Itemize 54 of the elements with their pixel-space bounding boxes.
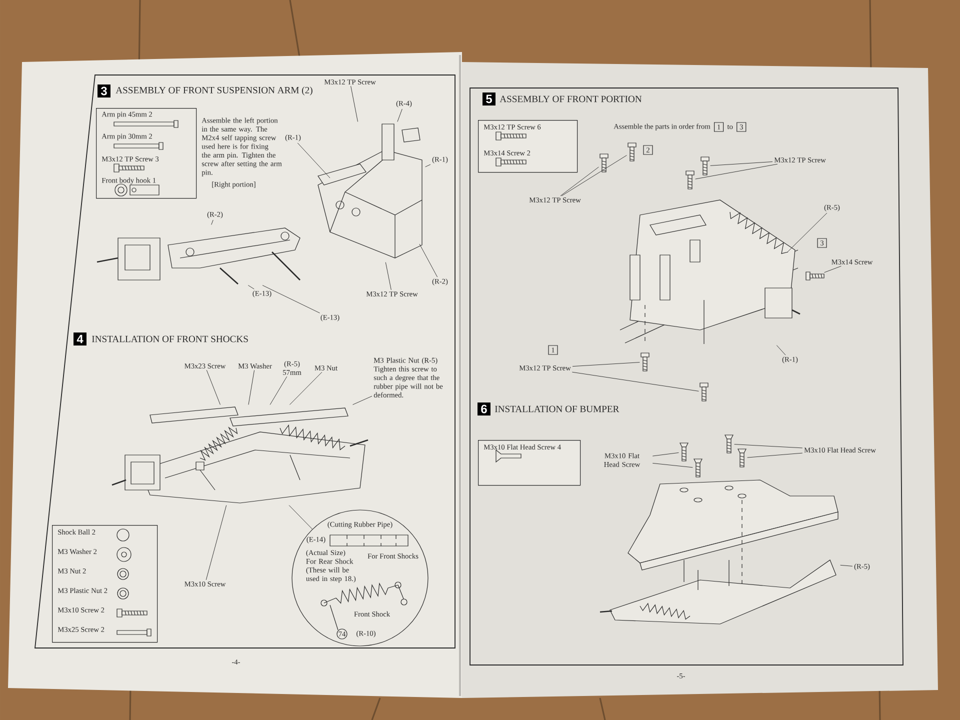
- leader-line: [289, 372, 322, 405]
- front-chassis-drawing: [620, 200, 800, 344]
- leader-line: [270, 376, 288, 405]
- leader-line: [572, 362, 640, 367]
- screw-icon: [686, 170, 694, 190]
- leader-line: [350, 86, 358, 122]
- screw-icon: [680, 442, 688, 462]
- section-heading: INSTALLATION OF FRONT SHOCKS: [92, 336, 248, 342]
- leader-line: [385, 262, 392, 290]
- section-heading: INSTALLATION OF BUMPER: [495, 406, 620, 412]
- screw-icon: [700, 382, 708, 402]
- leader-line: [561, 155, 627, 196]
- leader-line: [206, 370, 220, 405]
- leader-line: [397, 108, 402, 122]
- front-shock-chassis-drawing: [112, 406, 368, 504]
- step-number-badge: 6: [478, 402, 490, 416]
- screw-icon: [806, 272, 824, 280]
- leader-line: [652, 462, 693, 468]
- leader-line: [747, 452, 803, 458]
- screw-icon: [640, 352, 650, 372]
- bulkhead-drawing: [318, 124, 422, 258]
- screw-icon: [628, 142, 636, 162]
- leader-line: [840, 564, 853, 566]
- leader-line: [776, 345, 786, 356]
- leader-line: [425, 164, 431, 168]
- leader-line: [787, 212, 828, 252]
- screw-icon: [738, 448, 746, 468]
- leader-line: [572, 372, 699, 392]
- leader-line: [248, 370, 255, 405]
- leader-line: [419, 244, 438, 278]
- screw-icon: [700, 156, 710, 176]
- leader-line: [824, 266, 842, 273]
- leader-line: [297, 142, 330, 178]
- suspension-arm-drawing: [96, 228, 300, 284]
- screw-icon: [600, 154, 608, 172]
- leader-line: [211, 220, 214, 225]
- screw-icon: [724, 434, 734, 454]
- leader-line: [352, 396, 372, 405]
- leader-line: [560, 166, 599, 196]
- leader-line: [206, 505, 227, 580]
- leader-line: [652, 452, 679, 456]
- leader-line: [262, 285, 320, 314]
- step-number-badge: 3: [98, 84, 110, 98]
- step-number-badge: 4: [74, 332, 86, 346]
- leader-line: [288, 505, 313, 530]
- screw-icon: [694, 458, 702, 478]
- step-number-badge: 5: [482, 92, 496, 106]
- leader-line: [710, 162, 773, 166]
- section-heading: ASSEMBLY OF FRONT PORTION: [500, 96, 642, 102]
- bumper-drawing: [600, 480, 838, 624]
- section-heading: ASSEMBLY OF FRONT SUSPENSION ARM (2): [116, 86, 312, 96]
- leader-line: [248, 285, 254, 290]
- leader-line: [734, 444, 803, 448]
- leader-line: [695, 164, 778, 180]
